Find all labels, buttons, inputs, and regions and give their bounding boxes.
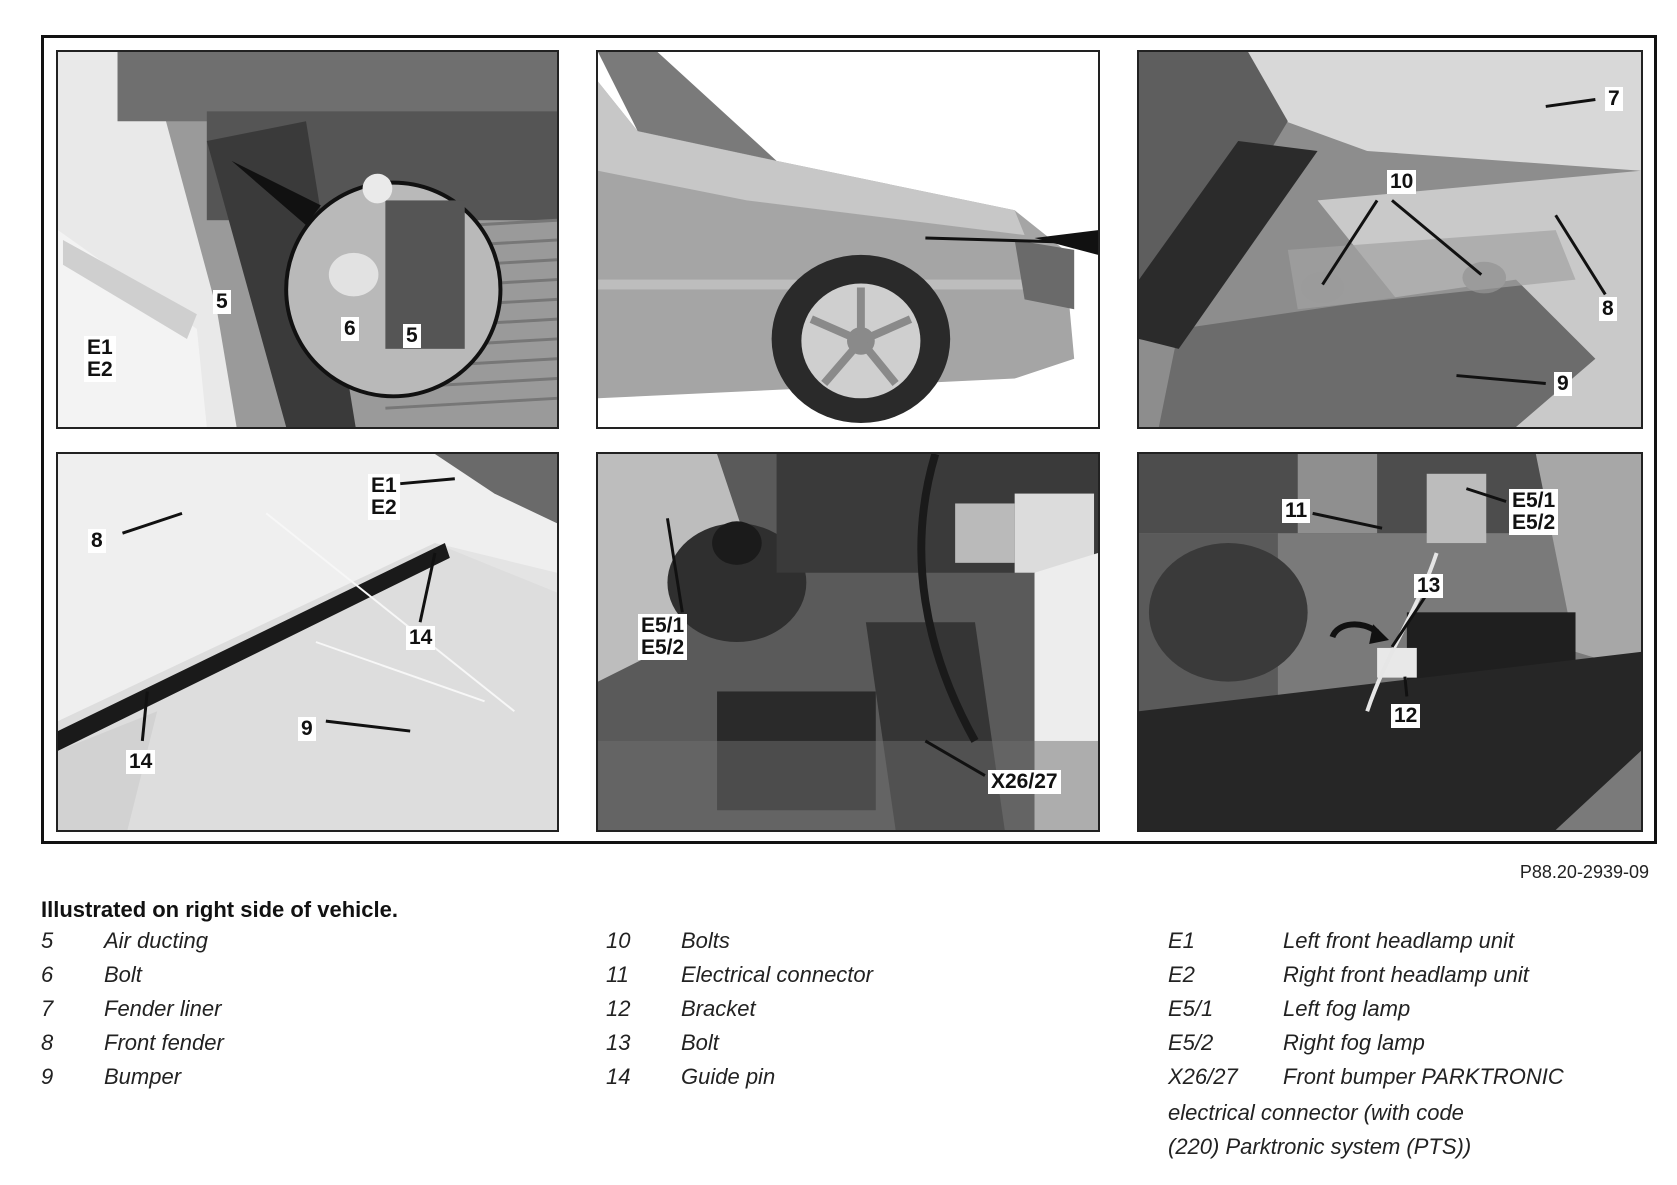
panel-fender-liner: 7 10 8 9 (1137, 50, 1643, 429)
callout-5: 5 (213, 290, 231, 314)
legend-continuation-line: (220) Parktronic system (PTS)) (1168, 1134, 1472, 1159)
callout-5: 5 (403, 324, 421, 348)
callout-7: 7 (1605, 87, 1623, 111)
panel-vehicle-overview (596, 50, 1100, 429)
photo-vehicle-front (598, 52, 1098, 427)
callout-9: 9 (298, 717, 316, 741)
callout-12: 12 (1391, 704, 1421, 728)
callout-13: 13 (1414, 574, 1444, 598)
photo-fender-liner (1139, 52, 1641, 427)
callout-10: 10 (1387, 170, 1417, 194)
photo-air-ducting (58, 52, 557, 427)
callout-8: 8 (1599, 297, 1617, 321)
callout-x26-27: X26/27 (988, 770, 1061, 794)
callout-14: 14 (406, 626, 436, 650)
photo-guide-pins (58, 454, 557, 830)
callout-8: 8 (88, 529, 106, 553)
callout-11: 11 (1282, 499, 1311, 523)
callout-6: 6 (341, 317, 359, 341)
callout-9: 9 (1554, 372, 1572, 396)
caption-title: Illustrated on right side of vehicle. (41, 897, 398, 922)
photo-parktronic-connector (598, 454, 1098, 830)
photo-fog-lamp-bracket (1139, 454, 1641, 830)
figure-reference: P88.20-2939-09 (1519, 862, 1649, 882)
legend-continuation-line: electrical connector (with code (1168, 1100, 1464, 1125)
callout-14: 14 (126, 750, 156, 774)
